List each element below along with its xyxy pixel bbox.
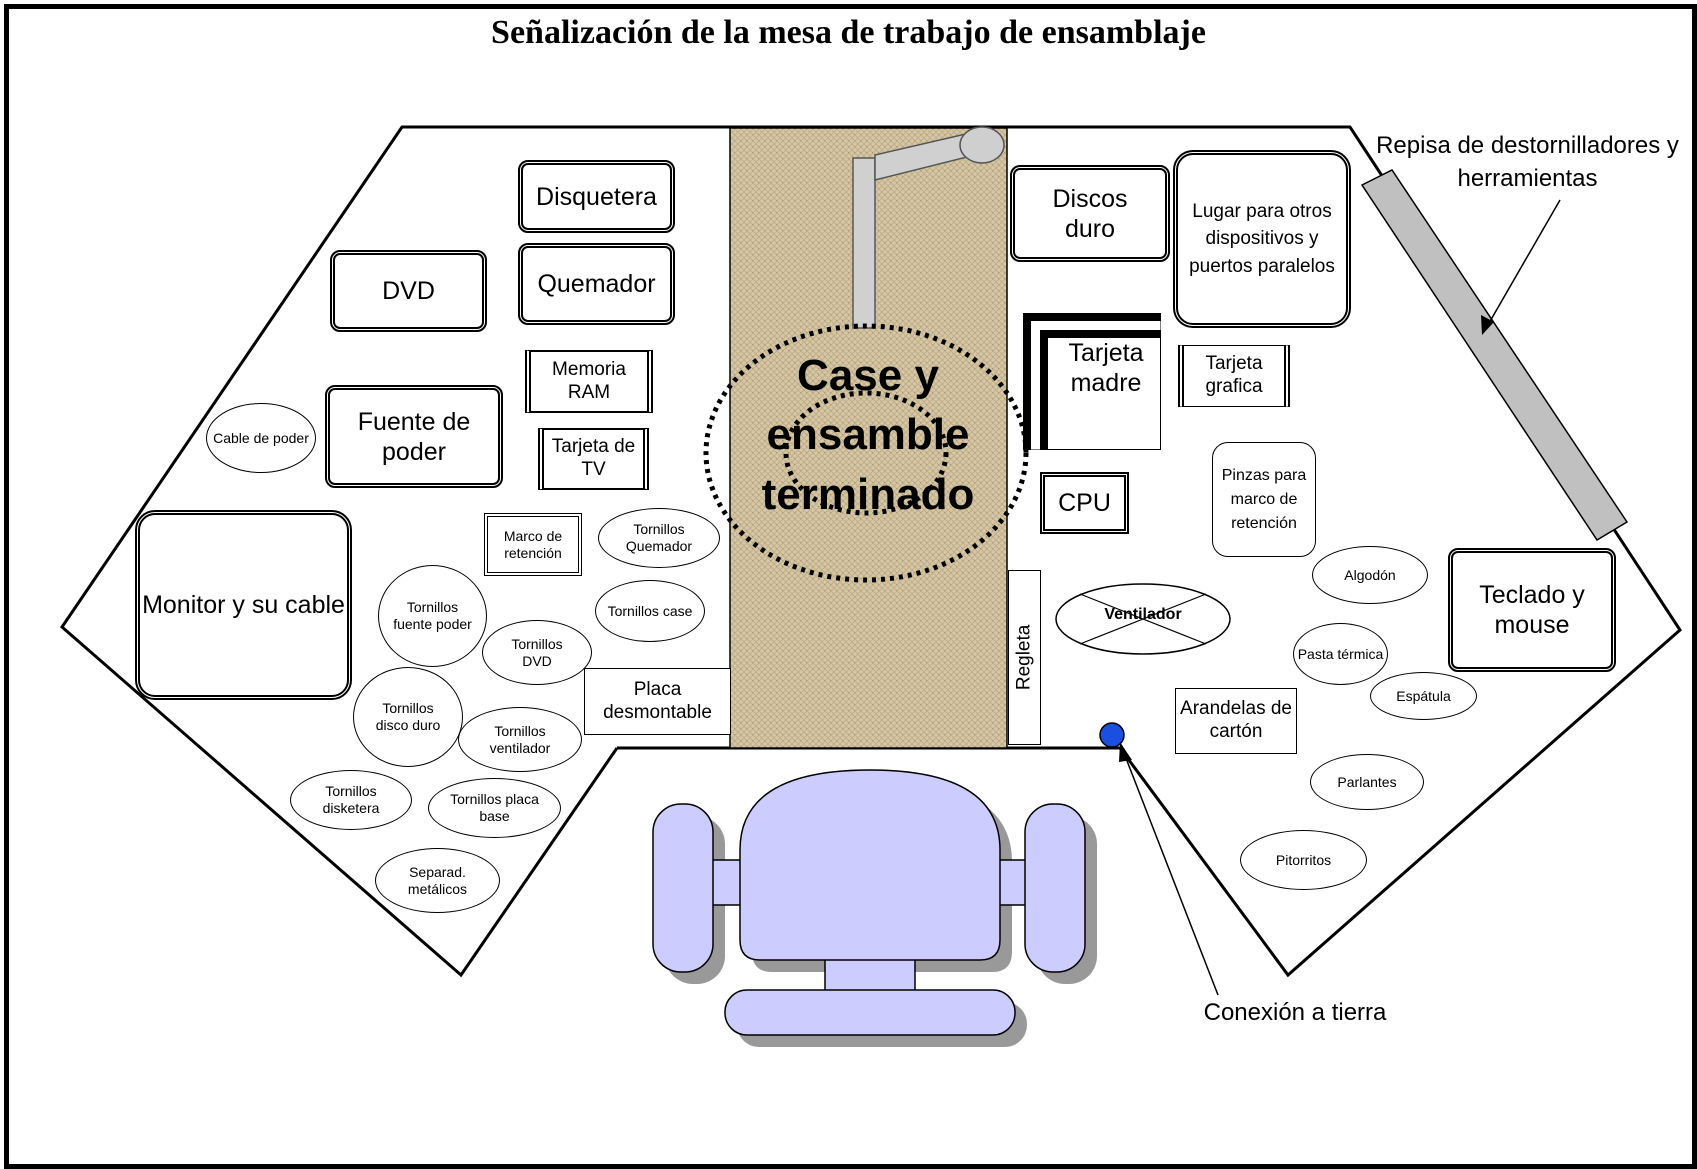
screws-case-ellipse: Tornillos case bbox=[595, 580, 705, 642]
teclado-mouse-box: Teclado y mouse bbox=[1448, 548, 1616, 672]
monitor-box: Monitor y su cable bbox=[135, 510, 352, 700]
shelf-arrow bbox=[1481, 199, 1561, 335]
case-label: Case y ensamble terminado bbox=[761, 350, 975, 519]
discos-duro-box: Discos duro bbox=[1010, 165, 1170, 262]
case-inner-dotted-circle bbox=[783, 390, 949, 516]
parlantes-ellipse: Parlantes bbox=[1310, 754, 1424, 810]
ventilador-label: Ventilador bbox=[1104, 606, 1182, 624]
screws-placa-base-ellipse: Tornillos placa base bbox=[428, 778, 561, 838]
ground-connection-icon bbox=[1099, 722, 1125, 748]
pasta-termica-ellipse: Pasta térmica bbox=[1293, 623, 1388, 685]
regleta-label: Regleta bbox=[1013, 624, 1035, 691]
cpu-box: CPU bbox=[1040, 472, 1129, 534]
marco-retencion-box: Marco de retención bbox=[484, 513, 582, 576]
fuente-poder-box: Fuente de poder bbox=[325, 385, 503, 488]
screws-disco-duro-ellipse: Tornillos disco duro bbox=[353, 667, 463, 767]
case-outer-dotted-circle bbox=[703, 323, 1029, 583]
page-title: Señalización de la mesa de trabajo de en… bbox=[491, 14, 1206, 51]
separadores-ellipse: Separad. metálicos bbox=[375, 848, 500, 913]
ground-arrow bbox=[1119, 742, 1219, 996]
algodon-ellipse: Algodón bbox=[1312, 546, 1428, 604]
cable-poder-ellipse: Cable de poder bbox=[206, 403, 316, 473]
disquetera-box: Disquetera bbox=[518, 160, 675, 233]
pitorritos-ellipse: Pitorritos bbox=[1240, 830, 1367, 890]
screws-disketera-ellipse: Tornillos disketera bbox=[290, 770, 412, 830]
repisa-label: Repisa de destornilladores y herramienta… bbox=[1376, 132, 1679, 192]
table-outline bbox=[60, 125, 1682, 978]
chair-icon bbox=[652, 769, 1097, 1047]
tarjeta-madre-box: Tarjeta madre bbox=[1023, 313, 1161, 450]
lugar-otros-box: Lugar para otros dispositivos y puertos … bbox=[1173, 150, 1351, 328]
quemador-box: Quemador bbox=[518, 243, 675, 325]
tarjeta-grafica-box: Tarjeta grafica bbox=[1178, 345, 1290, 407]
screws-ventilador-ellipse: Tornillos ventilador bbox=[458, 707, 582, 772]
placa-desmontable-box: Placa desmontable bbox=[584, 668, 731, 735]
arandelas-box: Arandelas de cartón bbox=[1175, 688, 1297, 754]
page-frame bbox=[4, 4, 1697, 1169]
screws-fuente-ellipse: Tornillos fuente poder bbox=[378, 565, 487, 667]
conexion-label: Conexión a tierra bbox=[1203, 998, 1387, 1026]
espatula-ellipse: Espátula bbox=[1370, 672, 1477, 720]
fan-cross-icon bbox=[1055, 583, 1231, 655]
regleta-box: Regleta bbox=[1008, 570, 1041, 745]
tarjeta-tv-box: Tarjeta de TV bbox=[538, 428, 649, 490]
tool-shelf bbox=[1360, 169, 1629, 542]
pinzas-box: Pinzas para marco de retención bbox=[1212, 442, 1316, 557]
dvd-box: DVD bbox=[330, 250, 487, 332]
memoria-ram-box: Memoria RAM bbox=[525, 350, 653, 413]
screws-dvd-ellipse: Tornillos DVD bbox=[482, 620, 592, 685]
screws-quemador-ellipse: Tornillos Quemador bbox=[598, 508, 720, 568]
